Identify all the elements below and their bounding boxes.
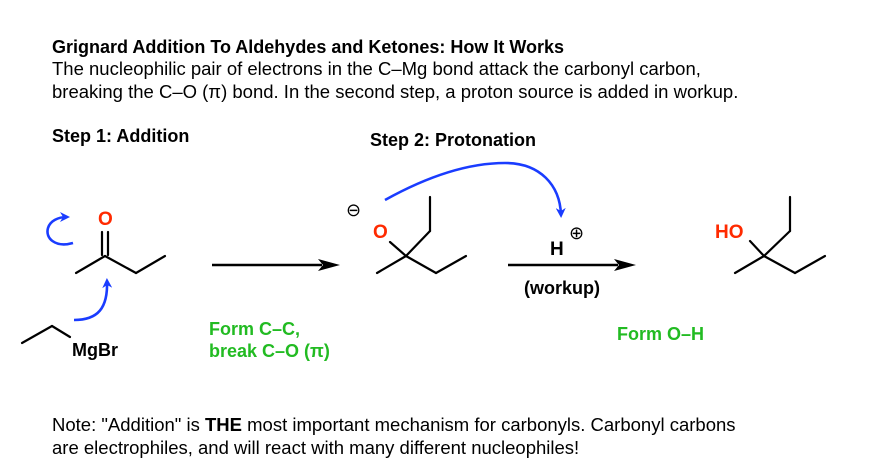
step2-annotation: Form O–H <box>617 324 705 344</box>
reaction-arrow-1 <box>212 259 340 271</box>
protonation-arrow <box>384 161 566 218</box>
ketone-skeleton <box>74 230 167 275</box>
grignard-label: MgBr <box>72 340 118 360</box>
intro-text-line2: breaking the C–O (π) bond. In the second… <box>52 81 739 102</box>
note-emphasis: THE <box>205 414 242 435</box>
intro-text-line1: The nucleophilic pair of electrons in th… <box>52 58 701 79</box>
page-title: Grignard Addition To Aldehydes and Keton… <box>52 37 565 57</box>
workup-label: (workup) <box>524 278 600 298</box>
ketone-oxygen-label: O <box>98 209 113 230</box>
alkoxide-oxygen-label: O <box>373 222 388 243</box>
negative-charge-icon: ⊖ <box>346 200 362 220</box>
step1-annotation: Form C–C, break C–O (π) <box>209 318 330 362</box>
note-prefix: Note: "Addition" is <box>52 414 205 435</box>
step1-annotation-line1: Form C–C, <box>209 319 301 339</box>
nucleophile-arrow <box>73 278 113 322</box>
curved-arrows <box>46 161 566 322</box>
step1-heading: Step 1: Addition <box>52 126 190 146</box>
proton-label: H <box>550 239 564 260</box>
product-hydroxyl-label: HO <box>715 222 744 243</box>
grignard-ethyl <box>20 324 72 345</box>
note-suffix: most important mechanism for carbonyls. … <box>242 414 736 435</box>
note-line2: are electrophiles, and will react with m… <box>52 437 580 458</box>
reaction-arrow-2 <box>508 259 636 271</box>
pi-bond-arrow <box>46 212 74 246</box>
alkoxide-skeleton <box>375 195 468 275</box>
step1-annotation-line2: break C–O (π) <box>209 341 330 361</box>
note-line1: Note: "Addition" is THE most important m… <box>52 414 736 436</box>
step2-heading: Step 2: Protonation <box>370 130 536 150</box>
alcohol-skeleton <box>733 195 827 275</box>
positive-charge-icon: ⊕ <box>569 223 585 243</box>
